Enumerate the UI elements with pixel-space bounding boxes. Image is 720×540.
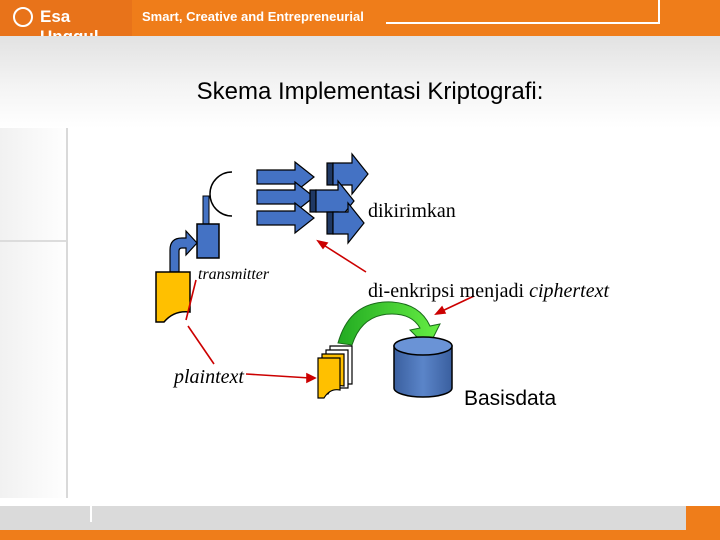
slide-title: Skema Implementasi Kriptografi:	[196, 78, 544, 105]
logo-icon	[13, 7, 33, 27]
pointer-lines	[185, 239, 475, 384]
double-arrow-icon	[256, 160, 315, 235]
label-enkripsi-term: ciphertext	[529, 280, 610, 302]
upturn-arrow-icon	[169, 229, 198, 273]
header-frame-line	[386, 0, 660, 24]
label-basisdata: Basisdata	[464, 387, 557, 410]
document-stack-icon	[317, 345, 353, 399]
moon-icon	[209, 171, 233, 217]
footer-line	[90, 500, 720, 522]
left-shadow	[0, 128, 70, 498]
document-icon	[155, 271, 191, 323]
arrow-icon	[309, 152, 369, 245]
title-band	[0, 36, 720, 128]
frame-vertical-line	[66, 128, 68, 498]
tagline: Smart, Creative and Entrepreneurial	[142, 9, 364, 24]
label-transmitter: transmitter	[198, 266, 270, 283]
frame-horizontal-line	[0, 240, 66, 242]
label-dikirimkan: dikirimkan	[368, 200, 456, 222]
transmitter-pole	[196, 195, 220, 259]
database-icon	[393, 336, 453, 398]
label-enkripsi-prefix: di-enkripsi menjadi	[368, 280, 530, 302]
header-bar: Esa Unggul Smart, Creative and Entrepren…	[0, 0, 720, 46]
label-enkripsi: di-enkripsi menjadi ciphertext	[368, 280, 609, 303]
label-plaintext: plaintext	[174, 366, 244, 388]
footer-bottom-strip	[0, 530, 720, 540]
